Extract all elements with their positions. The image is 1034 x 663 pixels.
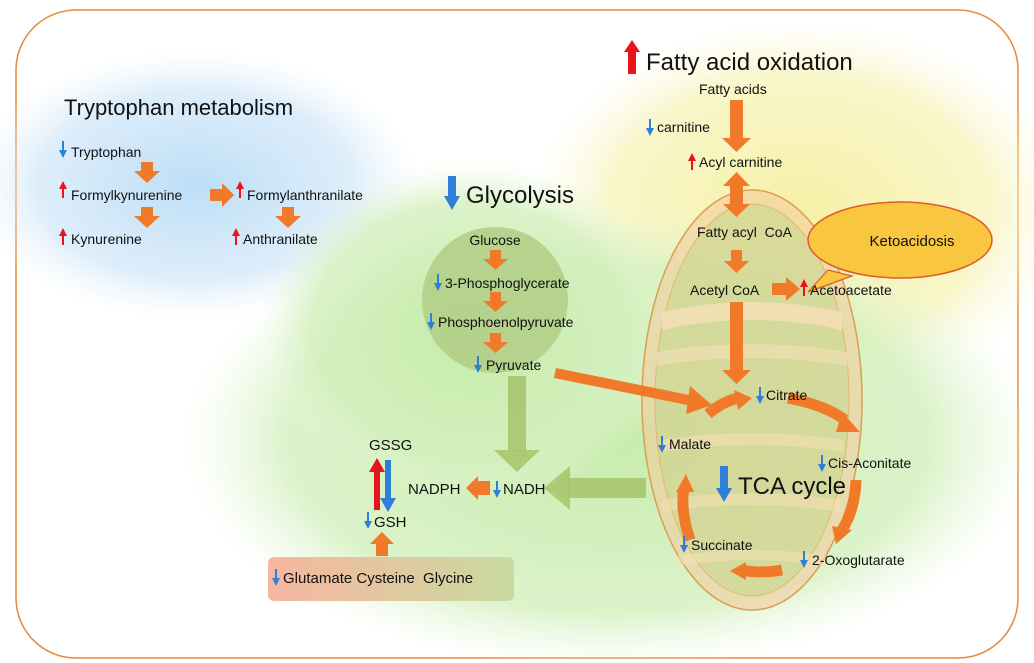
arrow-formylkynurenine-kynurenine: [134, 207, 160, 228]
arrow-fattyacylcoa-acetylcoa: [724, 250, 749, 273]
down-arrow-citrate: [756, 387, 764, 404]
glycolysis-title: Glycolysis: [466, 182, 574, 209]
label-phosphoenolpyruvate: Phosphoenolpyruvate: [438, 314, 574, 330]
label-kynurenine: Kynurenine: [71, 231, 142, 247]
label-acyl-carnitine: Acyl carnitine: [699, 154, 782, 170]
tca-to-nadh-arrow: [544, 466, 646, 510]
arrow-formylanthranilate-anthranilate: [275, 207, 301, 228]
ketoacidosis-bubble: [807, 201, 993, 293]
arrow-precursors-gsh: [370, 532, 394, 556]
label-gsh: GSH: [374, 514, 407, 531]
label-glucose: Glucose: [469, 232, 521, 248]
label-nadh: NADH: [503, 481, 546, 498]
arrow-acylcarnitine-fattyacylcoa: [723, 172, 750, 217]
tca-down-arrow: [716, 466, 732, 502]
label-ketoacidosis: Ketoacidosis: [869, 233, 954, 250]
down-arrow-carnitine: [646, 119, 654, 136]
tca-cycle-arrowheads: [676, 390, 860, 580]
arrow-fattyacids-acylcarnitine: [722, 100, 751, 152]
up-arrow-formylanthranilate: [236, 181, 244, 198]
label-acetyl-coa: Acetyl CoA: [690, 282, 760, 298]
arrow-acetylcoa-acetoacetate: [772, 277, 800, 301]
down-arrow-malate: [658, 436, 666, 453]
mitochondrion: [641, 189, 863, 611]
label-succinate: Succinate: [691, 537, 753, 553]
down-arrow-pyruvate: [474, 356, 482, 373]
label-citrate: Citrate: [766, 387, 807, 403]
fatty-acid-up-arrow: [624, 40, 640, 74]
label-carnitine: carnitine: [657, 119, 710, 135]
precursors-box: [268, 557, 514, 601]
down-arrow-cis-aconitate: [818, 455, 826, 472]
tca-title: TCA cycle: [738, 473, 846, 500]
down-arrow-nadh: [493, 481, 501, 498]
flow-arrows: [134, 100, 800, 556]
label-pyruvate: Pyruvate: [486, 357, 541, 373]
label-formylanthranilate: Formylanthranilate: [247, 187, 363, 203]
up-arrow-kynurenine: [59, 228, 67, 245]
up-arrow-anthranilate: [232, 228, 240, 245]
label-tryptophan: Tryptophan: [71, 144, 141, 160]
down-arrow-gsh: [364, 512, 372, 529]
label-nadph: NADPH: [408, 481, 461, 498]
down-arrow-precursors: [272, 569, 280, 586]
label-3-phosphoglycerate: 3-Phosphoglycerate: [445, 275, 570, 291]
glycolysis-to-nadh-arrow: [494, 376, 540, 472]
label-anthranilate: Anthranilate: [243, 231, 318, 247]
arrow-glucose-3pg: [483, 250, 508, 270]
arrow-nadh-nadph: [466, 476, 490, 500]
up-arrow-acetoacetate: [800, 279, 808, 296]
down-arrow-tryptophan: [59, 141, 67, 158]
label-malate: Malate: [669, 436, 711, 452]
glycolysis-down-arrow: [444, 176, 460, 210]
label-2-oxoglutarate: 2-Oxoglutarate: [812, 552, 905, 568]
down-arrow-pep: [427, 313, 435, 330]
label-gssg: GSSG: [369, 437, 412, 454]
label-cis-aconitate: Cis-Aconitate: [828, 455, 911, 471]
arrow-tryptophan-formylkynurenine: [134, 162, 160, 183]
gssg-gsh-arrows: [369, 458, 396, 512]
label-fatty-acids: Fatty acids: [699, 81, 767, 97]
indicator-arrows: [59, 119, 826, 586]
fatty-acid-title: Fatty acid oxidation: [646, 49, 853, 76]
down-arrow-oxoglutarate: [800, 551, 808, 568]
down-arrow-succinate: [680, 536, 688, 553]
up-arrow-acyl-carnitine: [688, 153, 696, 170]
arrow-3pg-pep: [483, 292, 508, 312]
label-formylkynurenine: Formylkynurenine: [71, 187, 182, 203]
label-precursors: Glutamate Cysteine Glycine: [283, 570, 473, 587]
label-acetoacetate: Acetoacetate: [810, 282, 892, 298]
up-arrow-formylkynurenine: [59, 181, 67, 198]
arrow-formylkynurenine-formylanthranilate: [210, 183, 234, 207]
down-arrow-3pg: [434, 274, 442, 291]
arrow-pep-pyruvate: [483, 333, 508, 353]
tryptophan-title: Tryptophan metabolism: [64, 95, 293, 120]
label-fatty-acyl-coa: Fatty acyl CoA: [697, 224, 793, 240]
arrow-pyruvate-citrate: [554, 368, 712, 414]
arrow-acetylcoa-citrate: [722, 302, 751, 384]
